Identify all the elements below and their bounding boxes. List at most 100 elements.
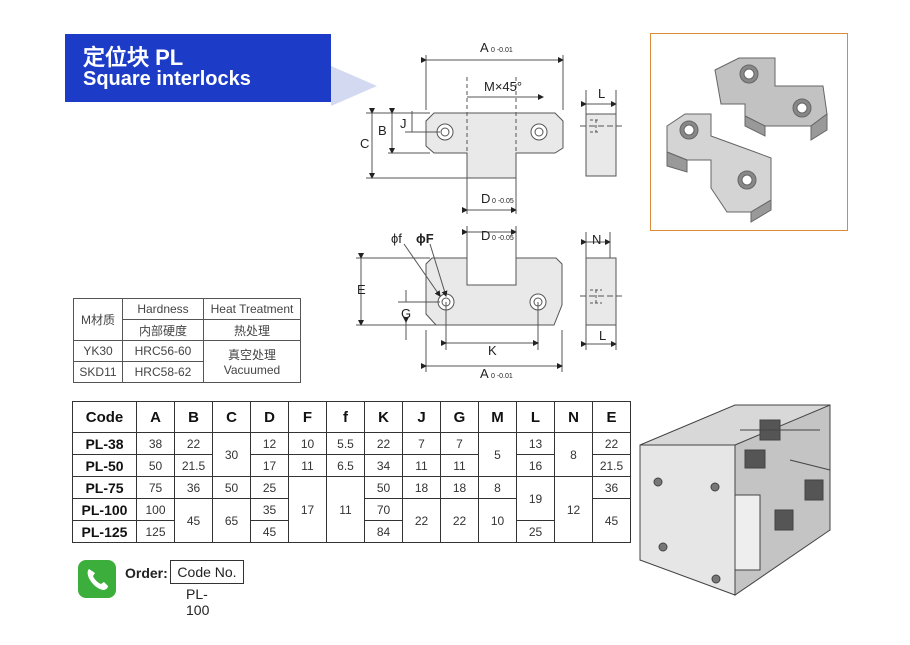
- top-view-outline: [425, 112, 564, 179]
- heat-header-cn: 热处理: [203, 319, 301, 341]
- spec-header-row: Code A B C D F f K J G M L N E: [72, 401, 631, 433]
- side-view-bottom: [585, 257, 617, 326]
- col-g: G: [440, 401, 479, 433]
- material-header: M材质: [73, 298, 123, 341]
- cell-b: 22: [174, 432, 213, 455]
- cell-g: 11: [440, 454, 479, 477]
- cell-l: 25: [516, 520, 555, 543]
- col-d: D: [250, 401, 289, 433]
- heat-cn: 真空处理: [227, 348, 276, 362]
- col-a: A: [136, 401, 175, 433]
- dim-k: K: [488, 343, 497, 358]
- col-l: L: [516, 401, 555, 433]
- heat-header: Heat Treatment: [203, 298, 301, 320]
- cell-n: 8: [554, 432, 593, 477]
- col-code: Code: [72, 401, 137, 433]
- cell-d: 25: [250, 476, 289, 499]
- table-row: PL-100 100 45 65 35 70 22 22 10 45: [72, 498, 631, 543]
- dim-a-bottom-tol: 0 -0.01: [491, 373, 513, 380]
- side-view-top: [585, 113, 617, 177]
- product-photo: [650, 33, 848, 231]
- dim-l-bottom: L: [599, 328, 606, 343]
- table-row: PL-50 50 21.5 17 11 6.5 34 11 11 16 21.5: [72, 454, 631, 477]
- cell-f-lower: 11: [326, 476, 365, 543]
- cell-c: 65: [212, 498, 251, 543]
- cell-e: 22: [592, 432, 631, 455]
- table-row: PL-75 75 36 50 25 17 11 50 18 18 8 19 12…: [72, 476, 631, 543]
- col-b: B: [174, 401, 213, 433]
- col-e: E: [592, 401, 631, 433]
- cell-g: 18: [440, 476, 479, 499]
- cell-a: 50: [136, 454, 175, 477]
- dim-n: N: [592, 232, 601, 247]
- col-k: K: [364, 401, 403, 433]
- cell-j: 7: [402, 432, 441, 455]
- col-f-upper: F: [288, 401, 327, 433]
- top-hole-right: [530, 123, 548, 141]
- cell-f-upper: 17: [288, 476, 327, 543]
- cell-l: 13: [516, 432, 555, 455]
- cell-f-upper: 11: [288, 454, 327, 477]
- cell-f-lower: 5.5: [326, 432, 365, 455]
- cell-d: 45: [250, 520, 289, 543]
- material-table: M材质 Hardness Heat Treatment 内部硬度 热处理 YK3…: [73, 298, 301, 383]
- cell-a: 75: [136, 476, 175, 499]
- heat-en: Vacuumed: [223, 363, 281, 377]
- title-chinese: 定位块 PL: [83, 45, 184, 70]
- cell-a: 125: [136, 520, 175, 543]
- dim-a-top: A: [480, 40, 489, 55]
- col-m: M: [478, 401, 517, 433]
- dim-e: E: [357, 282, 366, 297]
- dim-a-top-tol: 0 -0.01: [491, 47, 513, 54]
- title-english: Square interlocks: [83, 68, 251, 90]
- dim-d-bottom-tol: 0 -0.05: [492, 235, 514, 242]
- cell-d: 12: [250, 432, 289, 455]
- code-cell: PL-50: [72, 454, 137, 477]
- code-cell: PL-100: [72, 498, 137, 521]
- cell-c: 50: [212, 476, 251, 499]
- dim-d-top-tol: 0 -0.05: [492, 198, 514, 205]
- cell-a: 100: [136, 498, 175, 521]
- cell-b: 21.5: [174, 454, 213, 477]
- mold-illustration: [639, 404, 831, 596]
- dim-phi-f-small: ϕf: [391, 231, 402, 246]
- code-cell: PL-75: [72, 476, 137, 499]
- code-no-box: Code No.: [170, 560, 244, 584]
- material-yk30: YK30: [73, 340, 123, 362]
- cell-k: 34: [364, 454, 403, 477]
- cell-l: 16: [516, 454, 555, 477]
- cell-m: 8: [478, 476, 517, 499]
- cell-a: 38: [136, 432, 175, 455]
- hardness-header: Hardness: [122, 298, 204, 320]
- interlock-illustration: [666, 57, 828, 223]
- phone-icon[interactable]: [78, 560, 116, 598]
- cell-j: 22: [402, 498, 441, 543]
- col-c: C: [212, 401, 251, 433]
- dim-phi-f-large: ϕF: [416, 231, 434, 246]
- dim-b: B: [378, 123, 387, 138]
- hardness-skd11: HRC58-62: [122, 361, 204, 383]
- cell-l: 19: [516, 476, 555, 521]
- dim-m: M×45°: [484, 79, 522, 94]
- hardness-header-cn: 内部硬度: [122, 319, 204, 341]
- cell-c: 30: [212, 432, 251, 477]
- dim-g: G: [401, 306, 411, 321]
- hardness-yk30: HRC56-60: [122, 340, 204, 362]
- cell-k: 50: [364, 476, 403, 499]
- cell-e: 45: [592, 498, 631, 543]
- cell-k: 70: [364, 498, 403, 521]
- cell-b: 36: [174, 476, 213, 499]
- cell-k: 84: [364, 520, 403, 543]
- cell-m: 10: [478, 498, 517, 543]
- phone-glyph: [87, 569, 108, 590]
- cell-j: 11: [402, 454, 441, 477]
- cell-d: 17: [250, 454, 289, 477]
- cell-b: 45: [174, 498, 213, 543]
- cell-m: 5: [478, 432, 517, 477]
- code-cell: PL-125: [72, 520, 137, 543]
- dim-l-top: L: [598, 86, 605, 101]
- spec-table: Code A B C D F f K J G M L N E PL-38 38 …: [72, 401, 631, 543]
- bottom-view-outline: [425, 257, 563, 326]
- dim-d-bottom: D: [481, 228, 490, 243]
